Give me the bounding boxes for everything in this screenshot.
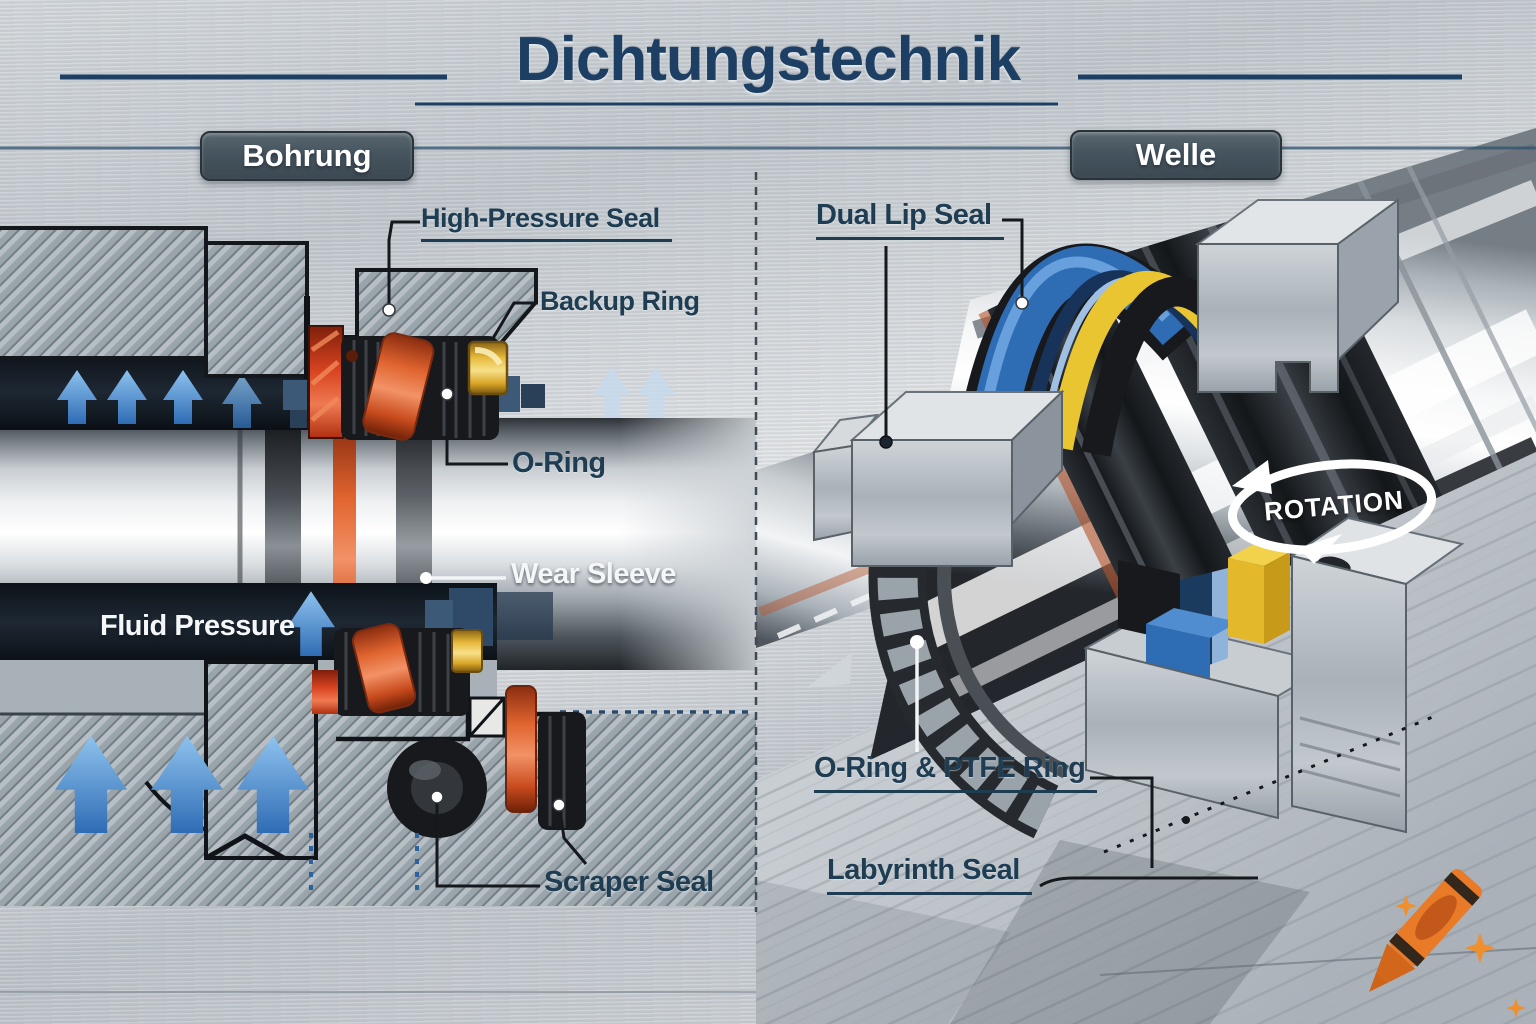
seal-housing-left xyxy=(811,389,1065,567)
axis-arrowhead xyxy=(806,652,852,688)
shaft-3d-view xyxy=(756,128,1536,1024)
bore-cross-section xyxy=(0,226,756,993)
high-pressure-seal-stack xyxy=(308,325,509,441)
seal-housing-top-right xyxy=(1194,198,1402,393)
callout-o-ring: O-Ring xyxy=(512,447,606,479)
callout-o-ring-ptfe-ring: O-Ring & PTFE Ring xyxy=(814,752,1098,793)
seal-housing-bottom-right xyxy=(1289,516,1465,834)
callout-fluid-pressure: Fluid Pressure xyxy=(100,610,295,642)
pressure-arrows-lower xyxy=(55,735,309,833)
backup-ring-part xyxy=(467,340,509,396)
callout-high-pressure-seal: High-Pressure Seal xyxy=(421,203,672,242)
section-badge-welle: Welle xyxy=(1070,130,1282,180)
dual-lip-seal xyxy=(957,243,1265,457)
shaft-centerline xyxy=(776,557,954,639)
callout-wear-sleeve: Wear Sleeve xyxy=(511,558,676,590)
callout-backup-ring: Backup Ring xyxy=(540,286,700,316)
labyrinth-seal-assembly xyxy=(1083,544,1335,820)
callout-labyrinth-seal: Labyrinth Seal xyxy=(827,854,1032,895)
bore-housing-lower xyxy=(0,660,756,906)
section-badge-bohrung: Bohrung xyxy=(200,131,414,181)
rotation-arrow-icon xyxy=(1227,459,1437,564)
callout-dual-lip-seal: Dual Lip Seal xyxy=(816,199,1004,240)
orange-wiper xyxy=(362,332,435,441)
scraper-seal-stack xyxy=(309,623,586,895)
callout-scraper-seal: Scraper Seal xyxy=(544,866,714,898)
page-title: Dichtungstechnik xyxy=(515,25,1021,94)
leader-lines xyxy=(382,218,1258,888)
crayon-icon xyxy=(1369,869,1526,1018)
